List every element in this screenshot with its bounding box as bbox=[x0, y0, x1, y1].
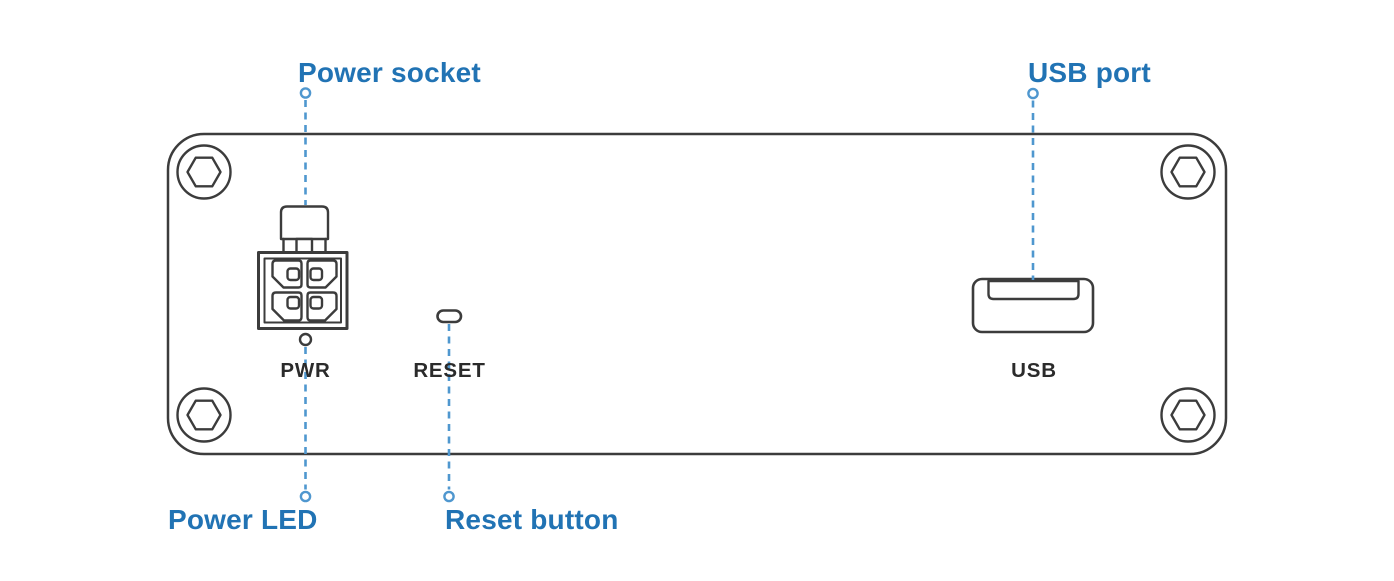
pin-cavity-bottom-left bbox=[271, 291, 303, 322]
corner-screw-top-left bbox=[176, 144, 232, 200]
pin-top-right bbox=[309, 267, 324, 282]
pin-top-left bbox=[286, 267, 301, 282]
power-led-label: Power LED bbox=[168, 504, 318, 535]
usb-port-label: USB port bbox=[1028, 57, 1151, 88]
power-socket-leader-dot bbox=[299, 87, 312, 99]
pin-bottom-left bbox=[286, 295, 301, 310]
usb-port-tongue bbox=[987, 279, 1080, 301]
power-socket-housing-inner bbox=[263, 257, 342, 324]
usb-port-leader-dot bbox=[1027, 87, 1039, 100]
reset-silkscreen-label: RESET bbox=[413, 359, 485, 382]
pin-bottom-right bbox=[309, 295, 324, 310]
corner-screw-bottom-left bbox=[176, 387, 232, 443]
power-socket-label: Power socket bbox=[298, 57, 481, 88]
reset-button-leader-dot bbox=[443, 490, 455, 503]
usb-silkscreen-label: USB bbox=[1011, 359, 1057, 382]
screw-ring bbox=[1160, 144, 1216, 200]
reset-button-label: Reset button bbox=[445, 504, 619, 535]
screw-ring bbox=[176, 387, 232, 443]
usb-port-leader bbox=[1027, 87, 1039, 280]
screw-hex-socket-icon bbox=[1170, 156, 1206, 188]
screw-ring bbox=[176, 144, 232, 200]
pwr-silkscreen-label: PWR bbox=[280, 359, 330, 382]
corner-screw-bottom-right bbox=[1160, 387, 1216, 443]
screw-hex-socket-icon bbox=[1170, 399, 1206, 431]
power-socket-leader bbox=[299, 87, 312, 205]
power-led-leader-dot bbox=[299, 490, 312, 503]
pin-cavity-top-right bbox=[306, 259, 338, 289]
corner-screw-top-right bbox=[1160, 144, 1216, 200]
power-socket-drawing bbox=[257, 205, 349, 330]
pin-cavity-top-left bbox=[271, 259, 303, 289]
power-socket-latch bbox=[279, 205, 330, 241]
power-led-leader bbox=[299, 347, 312, 503]
device-body bbox=[166, 132, 1228, 456]
pin-cavity-bottom-right bbox=[306, 291, 338, 322]
screw-ring bbox=[1160, 387, 1216, 443]
reset-button-drawing bbox=[436, 309, 463, 324]
reset-button-leader bbox=[443, 324, 455, 503]
screw-hex-socket-icon bbox=[186, 156, 222, 188]
power-led-drawing bbox=[298, 332, 313, 347]
device-outline bbox=[166, 132, 1228, 456]
screw-hex-socket-icon bbox=[186, 399, 222, 431]
